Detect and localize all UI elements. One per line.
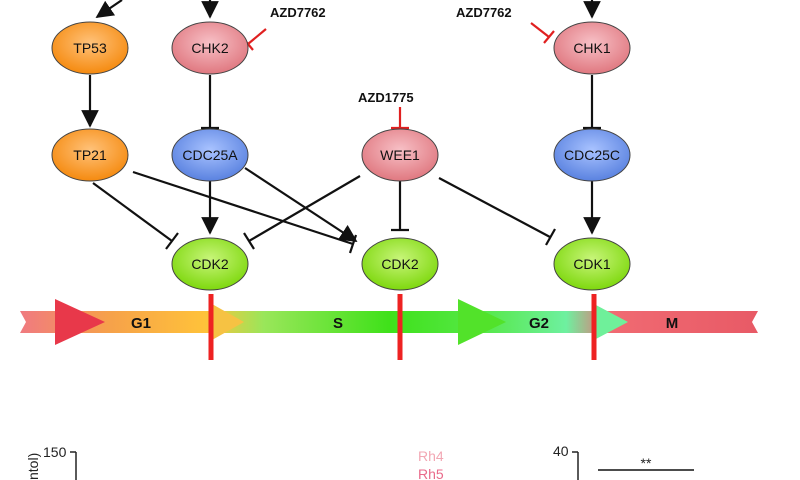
node-cdk2-g1-label: CDK2 [191, 256, 229, 272]
node-cdk1: CDK1 [553, 237, 631, 291]
inhibit-wee1-cdk1 [438, 177, 556, 246]
node-tp21-label: TP21 [73, 147, 107, 163]
phase-arrow-g2-m [594, 304, 628, 340]
drug-azd7762-left: AZD7762 [270, 5, 326, 20]
phase-arrow-s-g2 [458, 299, 506, 345]
incoming-arrow-tp53 [95, 0, 123, 18]
node-cdk2-g1: CDK2 [171, 237, 249, 291]
left-axis-tick-150: 150 [43, 444, 67, 460]
phase-label-g1: G1 [131, 315, 151, 332]
inhibit-chk1-cdc25c [583, 75, 601, 130]
node-cdc25c: CDC25C [553, 128, 631, 182]
drug-azd7762-right: AZD7762 [456, 5, 512, 20]
significance-marker: ** [641, 455, 652, 471]
node-cdk2-s: CDK2 [361, 237, 439, 291]
phase-label-g2: G2 [529, 315, 549, 332]
right-axis-tick-40: 40 [553, 443, 569, 459]
left-axis-ylabel: ntol) [25, 453, 41, 480]
drug-azd1775: AZD1775 [358, 90, 414, 105]
lower-panel-left: 150 ntol) [25, 444, 77, 480]
legend-rh5: Rh5 [418, 466, 444, 480]
inhibit-azd1775-wee1 [391, 107, 409, 130]
node-chk2: CHK2 [171, 21, 249, 75]
arrow-cdc25a-cdk2-s [244, 167, 358, 242]
node-cdk2-s-label: CDK2 [381, 256, 419, 272]
legend-rh4: Rh4 [418, 448, 444, 464]
node-tp53-label: TP53 [73, 40, 107, 56]
inhibit-azd7762-chk1 [530, 22, 555, 44]
inhibit-tp21-cdk2-s [132, 170, 358, 254]
phase-arrow-m-g1 [55, 299, 105, 345]
node-chk1-label: CHK1 [573, 40, 611, 56]
phase-arrow-g1-s [212, 304, 244, 340]
inhibit-chk2-cdc25a [201, 75, 219, 130]
node-cdc25a: CDC25A [171, 128, 249, 182]
lower-panel-right: 40 ** [553, 443, 694, 480]
phase-label-m: M [666, 315, 679, 332]
node-chk2-label: CHK2 [191, 40, 229, 56]
inhibit-wee1-cdk2 [243, 175, 361, 250]
cycle-band-body [20, 311, 758, 333]
cell-cycle-band: G1 S G2 M [20, 294, 758, 360]
inhibit-wee1-cdk2-s [391, 181, 409, 232]
node-wee1-label: WEE1 [380, 147, 420, 163]
node-tp53: TP53 [51, 21, 129, 75]
node-cdc25c-label: CDC25C [564, 147, 620, 163]
node-tp21: TP21 [51, 128, 129, 182]
node-chk1: CHK1 [553, 21, 631, 75]
node-cdc25a-label: CDC25A [182, 147, 238, 163]
phase-label-s: S [333, 315, 343, 332]
node-cdk1-label: CDK1 [573, 256, 611, 272]
node-wee1: WEE1 [361, 128, 439, 182]
lower-panel-legend: Rh4 Rh5 [418, 448, 444, 480]
inhibit-tp21-cdk2 [92, 182, 179, 250]
